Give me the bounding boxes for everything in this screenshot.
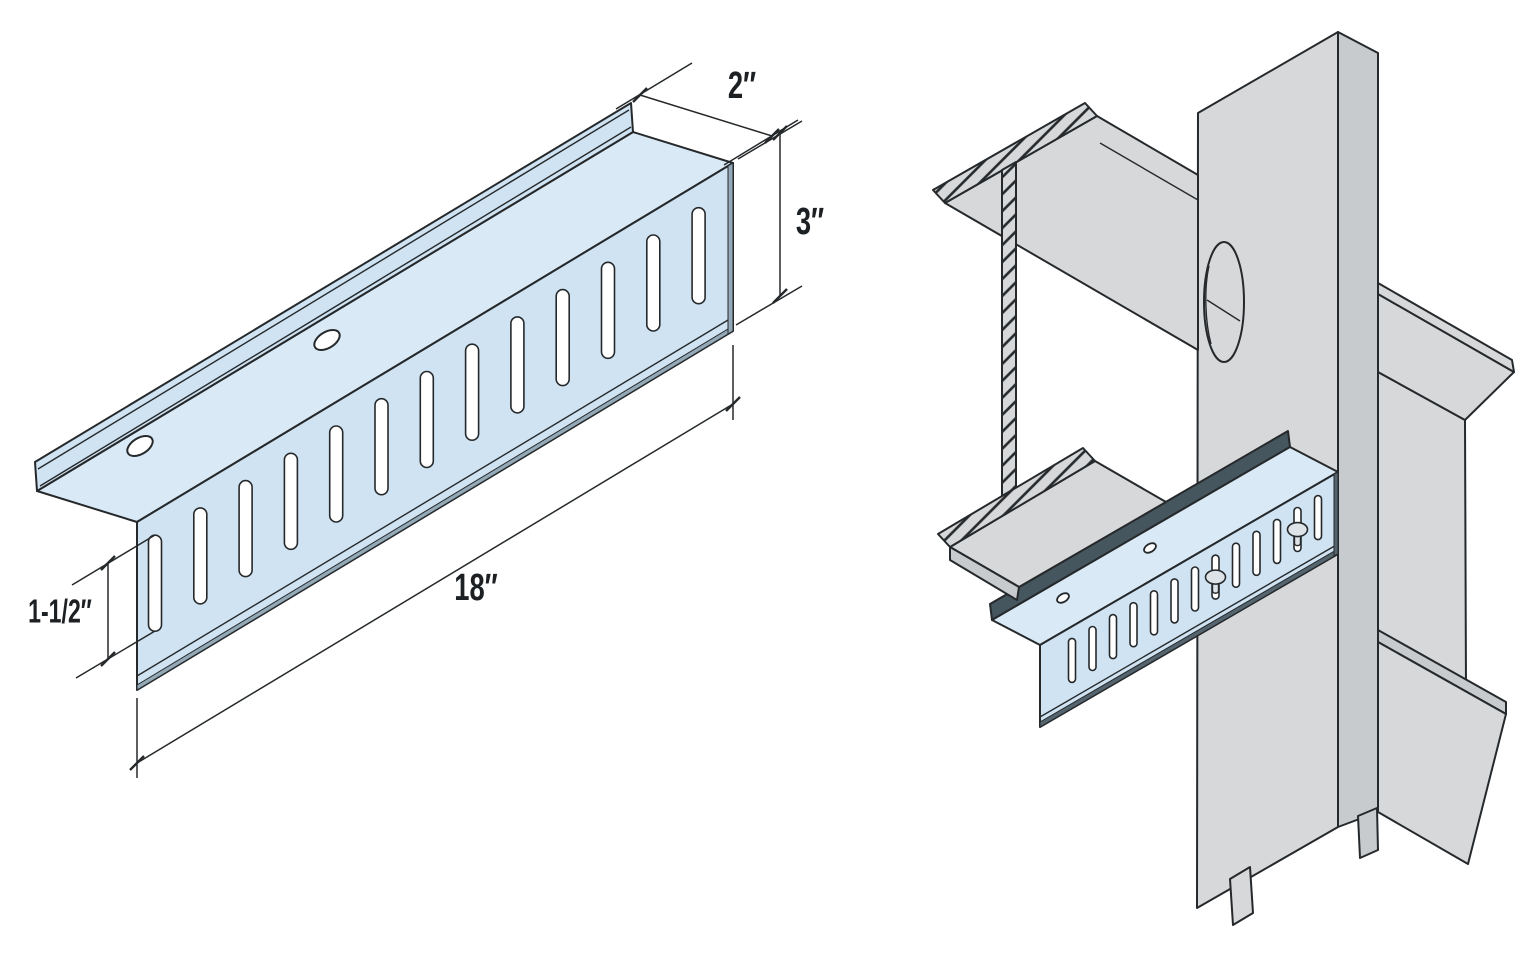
dimension-tick — [100, 651, 116, 667]
bracket-slot — [283, 452, 299, 551]
dimension-tick — [772, 288, 788, 304]
bracket-slot — [328, 425, 344, 523]
bracket-slot — [193, 507, 208, 605]
extension-line — [71, 534, 156, 586]
bracket-slot — [510, 316, 525, 414]
installed-hem-line — [1039, 543, 1339, 718]
flange-hole — [1143, 542, 1157, 554]
dimension-tick — [100, 555, 116, 571]
screw-head — [1204, 569, 1227, 585]
bracket-slot — [238, 479, 253, 578]
extension-line — [615, 62, 693, 110]
dimension-tick — [632, 87, 648, 103]
figure-bracket-isolated: 2″ 3″ 18″ 1-1/2″ — [28, 62, 824, 778]
bracket-slot — [691, 206, 706, 305]
installed-flange-holes — [1056, 542, 1157, 604]
shelf-cut-section — [937, 447, 1167, 601]
bracket-slot — [1129, 601, 1138, 648]
extension-line — [75, 630, 156, 679]
stud-bottom-flange-return — [1229, 866, 1254, 926]
bracket-slot — [600, 261, 616, 360]
bracket-slot — [1231, 542, 1241, 589]
dim-label-length: 18″ — [454, 567, 498, 609]
dim-label-face-height: 3″ — [796, 201, 824, 243]
stud-side-flange — [1337, 31, 1379, 828]
lip-fold-line — [39, 126, 632, 487]
shelf-front-edge-face — [949, 546, 1020, 601]
right-wall-panels — [1377, 282, 1515, 865]
bracket-slot — [1272, 518, 1282, 565]
liner-panel-cut-hatch — [1002, 162, 1016, 496]
dimension-annotations: 2″ 3″ 18″ 1-1/2″ — [28, 62, 824, 778]
stud-bottom-lip — [1357, 807, 1379, 859]
bracket-slot — [555, 288, 571, 387]
lip-thickness-line — [37, 109, 630, 470]
stud-knockout-oval — [1203, 241, 1245, 363]
bracket-slot — [1108, 613, 1118, 660]
panel-upper-top-edge — [1377, 282, 1515, 373]
bracket-slot — [1088, 625, 1097, 672]
installed-screws — [1204, 521, 1309, 594]
extension-line — [737, 120, 803, 160]
bracket-slot — [374, 397, 389, 496]
bracket-slot — [464, 343, 480, 442]
dimension-line-length — [136, 403, 734, 764]
flange-hole — [313, 329, 341, 351]
bracket-slot — [1170, 578, 1179, 624]
installed-end-edge-strip — [1333, 471, 1339, 557]
bracket-flange-holes — [126, 329, 341, 457]
dimension-tick — [129, 755, 145, 771]
bracket-back-lip — [34, 102, 634, 492]
shelf-cut-hatch — [938, 448, 1095, 547]
end-edge-strip — [727, 162, 734, 335]
dim-label-slot-height: 1-1/2″ — [28, 593, 92, 630]
knockout-chord-line — [1206, 299, 1241, 322]
bracket-slot — [147, 534, 163, 633]
figure-bracket-installed — [932, 31, 1515, 926]
dimension-tick — [725, 396, 741, 412]
top-panel-cut-hatch — [933, 103, 1097, 203]
bracket-slot — [1149, 589, 1159, 636]
dimension-tick — [772, 125, 788, 141]
bracket-slot — [1067, 637, 1077, 684]
bracket-slot — [419, 370, 435, 469]
dimension-tick — [764, 128, 780, 144]
dim-label-flange-width: 2″ — [728, 65, 756, 107]
bracket-slot — [1313, 494, 1323, 541]
bracket-slot — [645, 234, 661, 332]
extension-line — [735, 285, 803, 326]
installed-bracket-slots — [1067, 494, 1323, 684]
screw-head — [1286, 521, 1309, 538]
bracket-slot — [1190, 566, 1200, 612]
top-wall-cut-section — [932, 102, 1199, 497]
dimension-line-flange-width — [639, 94, 773, 137]
flange-hole — [126, 435, 154, 457]
panel-lower-face — [1377, 641, 1507, 865]
top-panel-joint-line — [1099, 142, 1199, 201]
hem-line — [136, 316, 734, 677]
bracket-slots — [147, 206, 706, 633]
knockout-inner-edge — [1205, 265, 1212, 345]
bracket-slot — [1252, 530, 1261, 577]
flange-hole — [1056, 592, 1070, 604]
